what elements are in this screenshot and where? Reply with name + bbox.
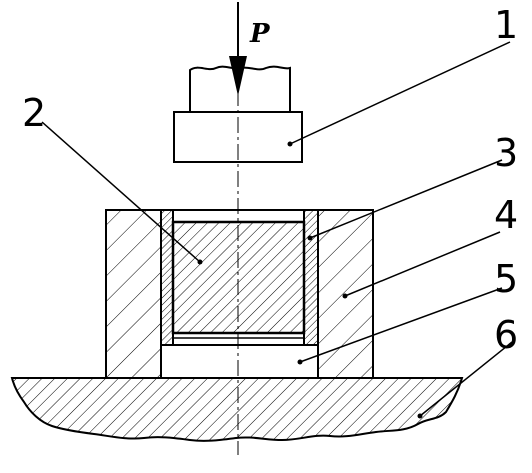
leader-4 bbox=[344, 231, 501, 297]
callout-5: 5 bbox=[494, 257, 518, 301]
force-label: P bbox=[249, 19, 271, 49]
leader-5 bbox=[299, 287, 503, 363]
sleeve-left bbox=[160, 209, 174, 346]
callout-1: 1 bbox=[494, 3, 518, 47]
callout-3: 3 bbox=[494, 131, 518, 175]
sleeve-right bbox=[303, 209, 319, 346]
leader-2 bbox=[41, 121, 201, 263]
leader-1 bbox=[289, 41, 511, 145]
bottom-plug bbox=[160, 344, 319, 379]
callout-4: 4 bbox=[494, 193, 518, 237]
force-arrow-head bbox=[229, 56, 247, 96]
leader-6 bbox=[419, 341, 513, 417]
leader-3 bbox=[309, 159, 503, 239]
base-plate bbox=[10, 377, 464, 442]
callout-2: 2 bbox=[22, 91, 46, 135]
callout-6: 6 bbox=[494, 313, 518, 357]
die-left-wall bbox=[105, 209, 162, 379]
